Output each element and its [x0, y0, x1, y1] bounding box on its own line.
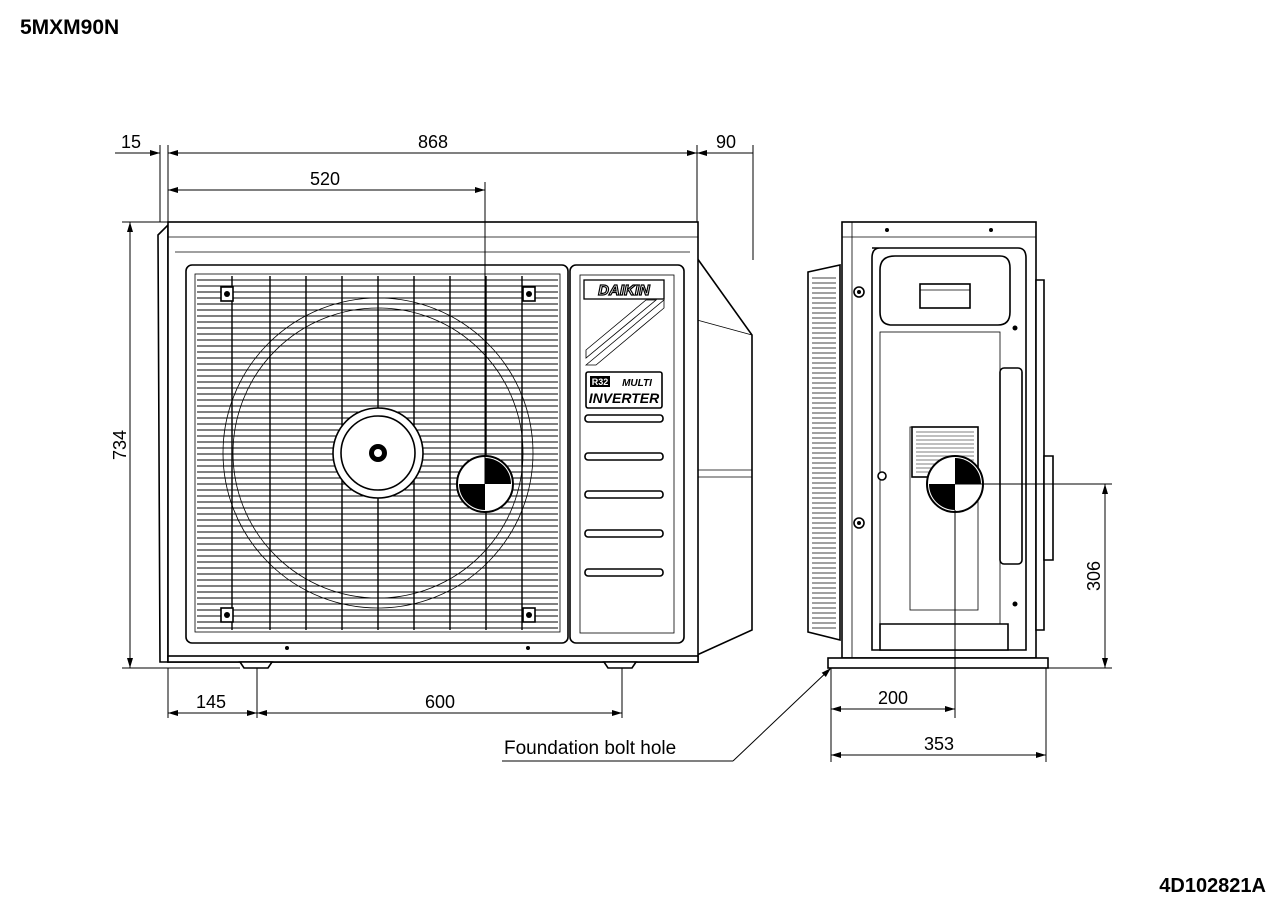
dim-600: 600	[425, 692, 455, 712]
dim-868: 868	[418, 132, 448, 152]
front-view: DAIKIN R32 MULTI INVERTER	[157, 221, 753, 669]
dim-200: 200	[878, 688, 908, 708]
series-label: MULTI	[622, 378, 652, 389]
foundation-bolt-callout: Foundation bolt hole	[504, 738, 676, 759]
screw-icon	[220, 286, 536, 623]
side-view	[807, 221, 1054, 669]
dim-306: 306	[1084, 561, 1104, 591]
dim-520: 520	[310, 169, 340, 189]
refrigerant-badge: R32	[592, 377, 609, 387]
product-label: INVERTER	[589, 390, 660, 406]
panel-slots	[584, 414, 664, 577]
dim-15: 15	[121, 132, 141, 152]
dimension-lines	[115, 145, 1112, 762]
dim-145: 145	[196, 692, 226, 712]
dim-353: 353	[924, 734, 954, 754]
brand-logo: DAIKIN	[598, 282, 651, 299]
dim-90: 90	[716, 132, 736, 152]
document-number: 4D102821A	[1159, 875, 1266, 897]
dim-734: 734	[110, 430, 130, 460]
model-title: 5MXM90N	[20, 16, 120, 39]
